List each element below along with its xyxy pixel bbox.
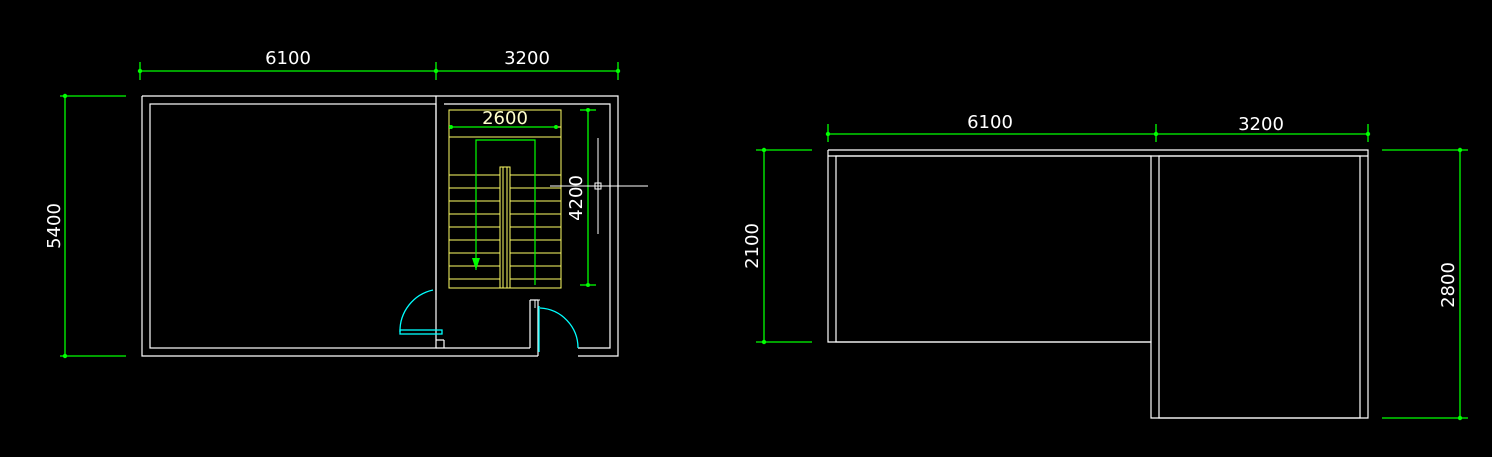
stair-width-dimension: 2600 — [449, 108, 558, 129]
dim-label-roof-right: 2800 — [1438, 262, 1459, 308]
dim-label-floor-left: 5400 — [44, 203, 65, 249]
stair-direction-arrow-icon — [472, 139, 536, 285]
stair-length-dimension: 4200 — [566, 108, 596, 287]
floor-plan-left-dimension: 5400 — [44, 93, 126, 359]
floor-plan-door-left — [399, 289, 443, 335]
floor-plan: 6100 3200 5400 — [44, 48, 648, 359]
floor-plan-walls — [141, 95, 619, 357]
dim-label-roof-top-left: 6100 — [967, 112, 1013, 133]
roof-plan-left-dimension: 2100 — [742, 147, 812, 345]
dim-label-stair-width: 2600 — [482, 108, 528, 129]
floor-plan-stairs — [448, 109, 562, 289]
roof-plan-top-dimension: 6100 3200 — [825, 112, 1371, 142]
floor-plan-door-right — [530, 299, 579, 352]
cad-crosshair-cursor-icon — [550, 138, 648, 234]
dim-label-roof-top-right: 3200 — [1238, 114, 1284, 135]
floor-plan-top-dimension: 6100 3200 — [137, 48, 621, 80]
roof-plan-outlines — [827, 149, 1369, 419]
roof-plan-right-dimension: 2800 — [1382, 147, 1468, 421]
roof-plan: 6100 3200 2100 2800 — [742, 112, 1468, 421]
dim-label-roof-left: 2100 — [742, 223, 763, 269]
dim-label-floor-top-left: 6100 — [265, 48, 311, 69]
dim-label-floor-top-right: 3200 — [504, 48, 550, 69]
dim-label-stair-length: 4200 — [566, 175, 587, 221]
